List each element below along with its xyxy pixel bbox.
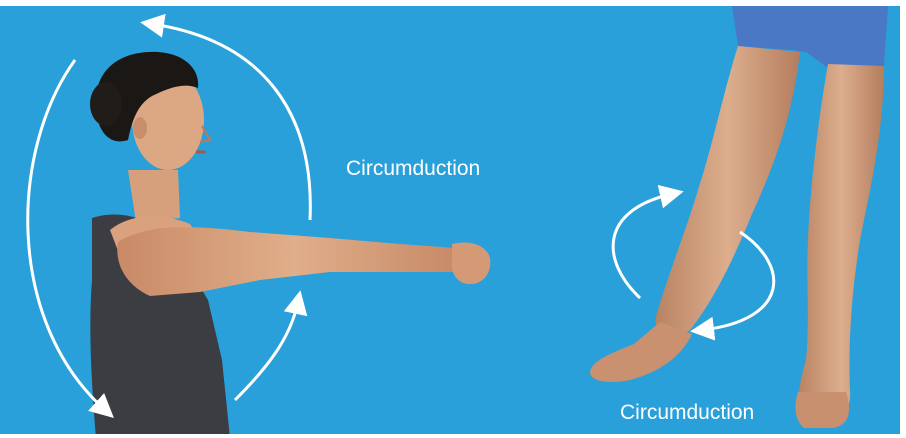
standing-leg xyxy=(798,64,884,420)
legs-figure xyxy=(590,6,888,428)
frame-top-edge xyxy=(0,0,906,6)
neck xyxy=(128,170,180,222)
standing-foot xyxy=(796,392,850,428)
fist xyxy=(452,243,491,284)
ear xyxy=(133,117,147,139)
arm-circumduction-label: Circumduction xyxy=(346,157,480,181)
swinging-foot xyxy=(590,322,692,382)
extended-arm xyxy=(117,227,470,296)
leg-circumduction-label: Circumduction xyxy=(620,401,754,425)
arrow-leg-upper xyxy=(613,194,672,298)
frame-bottom-edge xyxy=(0,434,906,438)
swinging-leg xyxy=(656,46,800,342)
hair-bun xyxy=(90,82,122,126)
frame-right-edge xyxy=(900,0,906,438)
arrow-arm-bottom-arc xyxy=(235,302,298,400)
